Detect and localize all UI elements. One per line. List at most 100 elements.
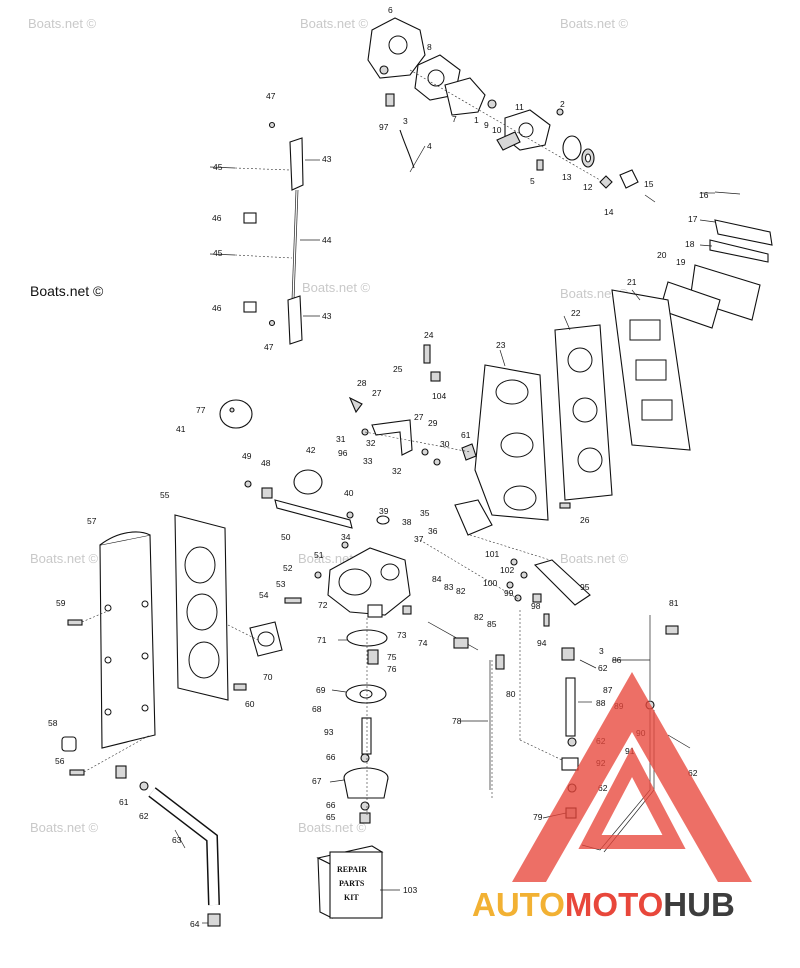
carburetor-bore-2 [380,563,400,581]
callout-75: 75 [387,652,397,662]
top-assembly [367,17,656,203]
callout-6: 6 [388,5,393,15]
brand-logo: AUTOMOTOHUB [472,672,752,923]
callout-27: 27 [372,388,382,398]
reed-window [635,359,667,381]
callout-34: 34 [341,532,351,542]
callout-11: 11 [515,102,524,112]
screw-34 [341,541,349,549]
callout-103: 103 [403,885,417,895]
filter-88 [565,677,576,737]
shaft-key [496,131,521,151]
callout-95: 95 [580,582,590,592]
callout-4: 4 [427,141,432,151]
callout-49: 49 [242,451,252,461]
gasket-70-hole [257,631,275,647]
screw-26 [559,502,571,509]
callout-101: 101 [485,549,499,559]
screw-73 [402,605,412,615]
pump-fitting [379,65,389,75]
callout-86: 86 [612,655,622,665]
repair-kit-line2: PARTS [339,879,365,888]
bushing-48 [261,487,273,499]
fitting-61b [115,765,127,779]
repair-kit-line3: KIT [344,893,359,902]
axis-line [409,69,601,181]
screw-2 [556,108,564,116]
rod-44 [293,189,299,301]
cover-hole [104,656,112,664]
intake-manifold [423,344,571,536]
callout-51: 51 [314,550,324,560]
callout-12: 12 [583,182,593,192]
reed-window [641,399,673,421]
callout-40: 40 [344,488,354,498]
callout-61: 61 [461,430,471,440]
callout-84: 84 [432,574,442,584]
callout-23: 23 [496,340,506,350]
repair-kit-line1: REPAIR [337,865,367,874]
watermark-text: Boats.net © [298,820,367,835]
arm-50 [274,499,353,529]
callout-1: 1 [474,115,479,125]
pump-bore [388,35,408,55]
washer-100 [506,581,514,589]
manifold-port [500,432,534,458]
callout-78: 78 [452,716,462,726]
callout-67: 67 [312,776,322,786]
leader [699,244,713,247]
leader [499,349,506,367]
gasket-17 [714,219,773,246]
callout-47b: 47 [264,342,274,352]
callout-85: 85 [487,619,497,629]
callout-76: 76 [387,664,397,674]
reed-window [629,319,661,341]
callout-31: 31 [336,434,346,444]
screw-101 [510,558,518,566]
washer-66 [360,753,370,763]
gasket-18 [709,239,769,263]
callout-13: 13 [562,172,572,182]
gasket [444,77,486,116]
pin-99 [514,594,522,602]
callout-5: 5 [530,176,535,186]
plug-65 [359,812,371,824]
watermark-text: Boats.net © [560,16,629,31]
dash [83,734,151,773]
bracket-43b [287,295,303,345]
plug-58 [61,736,77,752]
line-90 [667,734,691,749]
brand-wordmark: AUTOMOTOHUB [472,886,735,923]
callout-46b: 46 [212,303,222,313]
rod-44 [291,189,297,301]
gasket-port [577,447,603,473]
callout-labels: 6 8 7 1 9 10 11 2 97 3 4 5 13 12 14 15 1… [48,5,709,929]
brand-part-moto: MOTO [565,886,663,923]
callout-30: 30 [440,439,450,449]
callout-57: 57 [87,516,97,526]
callout-98: 98 [531,601,541,611]
callout-33: 33 [363,456,373,466]
dash [234,167,291,171]
callout-97: 97 [379,122,389,132]
manifold-port [495,379,529,405]
watermark-text: Boats.net © [300,16,369,31]
logo-triangle-inner [578,746,686,849]
screw-52 [314,571,322,579]
callout-73: 73 [397,630,407,640]
choke-plate-95 [533,559,591,606]
cover-hole [141,652,149,660]
needle-75-76 [367,649,379,665]
callout-44: 44 [322,235,332,245]
brand-part-hub: HUB [663,886,735,923]
watermarks: Boats.net © Boats.net © Boats.net © Boat… [28,16,629,835]
callout-102: 102 [500,565,514,575]
callout-52: 52 [283,563,293,573]
leader [209,253,236,256]
callout-14: 14 [604,207,614,217]
washer-38 [376,515,390,525]
cover-hole [104,604,112,612]
callout-70: 70 [263,672,273,682]
callout-104: 104 [432,391,446,401]
